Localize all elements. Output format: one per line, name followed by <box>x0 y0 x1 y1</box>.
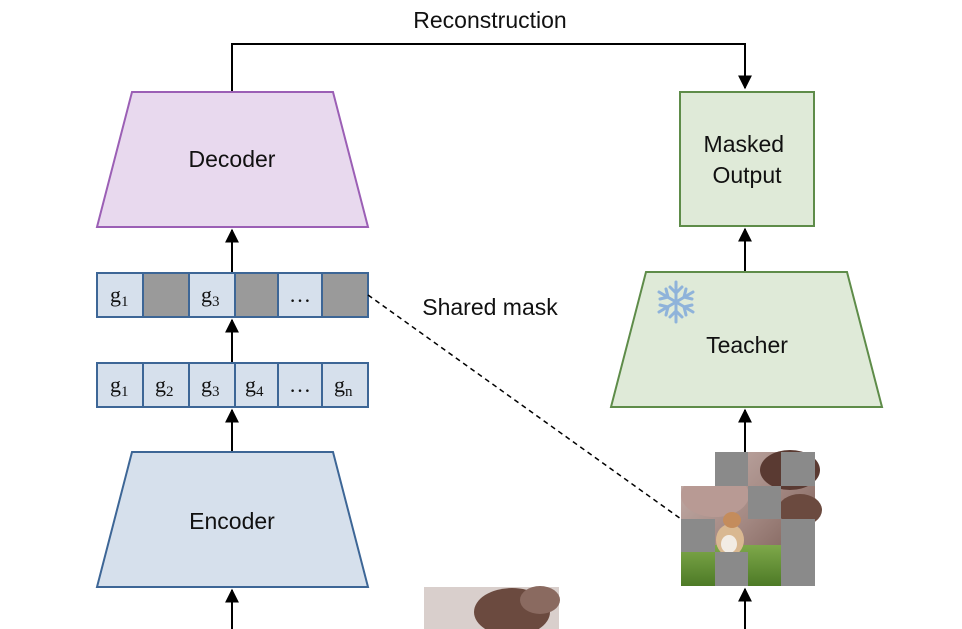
reconstruction-label: Reconstruction <box>413 7 566 33</box>
token-g3: g3 <box>201 372 220 400</box>
reconstruction-arrow <box>231 43 752 92</box>
masked-token-row: g1 g3 … <box>96 272 369 318</box>
token-cell <box>96 272 144 318</box>
token-cell <box>188 362 236 408</box>
masked-output-label: Masked Output <box>704 131 791 188</box>
shared-mask-link <box>367 294 682 520</box>
token-gn: gn <box>334 372 353 400</box>
token-cell <box>188 272 236 318</box>
token-g1: g1 <box>110 282 129 310</box>
masked-cell <box>142 272 190 318</box>
encoder-label: Encoder <box>189 508 275 534</box>
token-cell <box>142 362 190 408</box>
token-g2: g2 <box>155 372 174 400</box>
token-cell <box>321 362 369 408</box>
encoder-block: Encoder <box>95 451 370 588</box>
masked-output-block: Masked Output <box>679 91 815 227</box>
full-token-row: g1 g2 g3 g4 … gn <box>96 362 369 408</box>
masked-cell <box>234 272 279 318</box>
decoder-label: Decoder <box>189 146 276 172</box>
token-g1: g1 <box>110 372 129 400</box>
token-cell <box>96 362 144 408</box>
token-ellipsis: … <box>289 282 311 307</box>
masked-input-image <box>681 450 822 586</box>
snowflake-icon <box>657 280 695 324</box>
input-image-partial <box>424 586 560 629</box>
teacher-block: Teacher <box>609 271 884 408</box>
shared-mask-label: Shared mask <box>422 294 558 320</box>
token-g4: g4 <box>245 372 264 400</box>
token-cell <box>277 272 323 318</box>
token-g3: g3 <box>201 282 220 310</box>
decoder-block: Decoder <box>95 91 370 228</box>
token-cell <box>277 362 323 408</box>
token-ellipsis: … <box>289 372 311 397</box>
teacher-label: Teacher <box>706 332 788 358</box>
masked-cell <box>321 272 369 318</box>
